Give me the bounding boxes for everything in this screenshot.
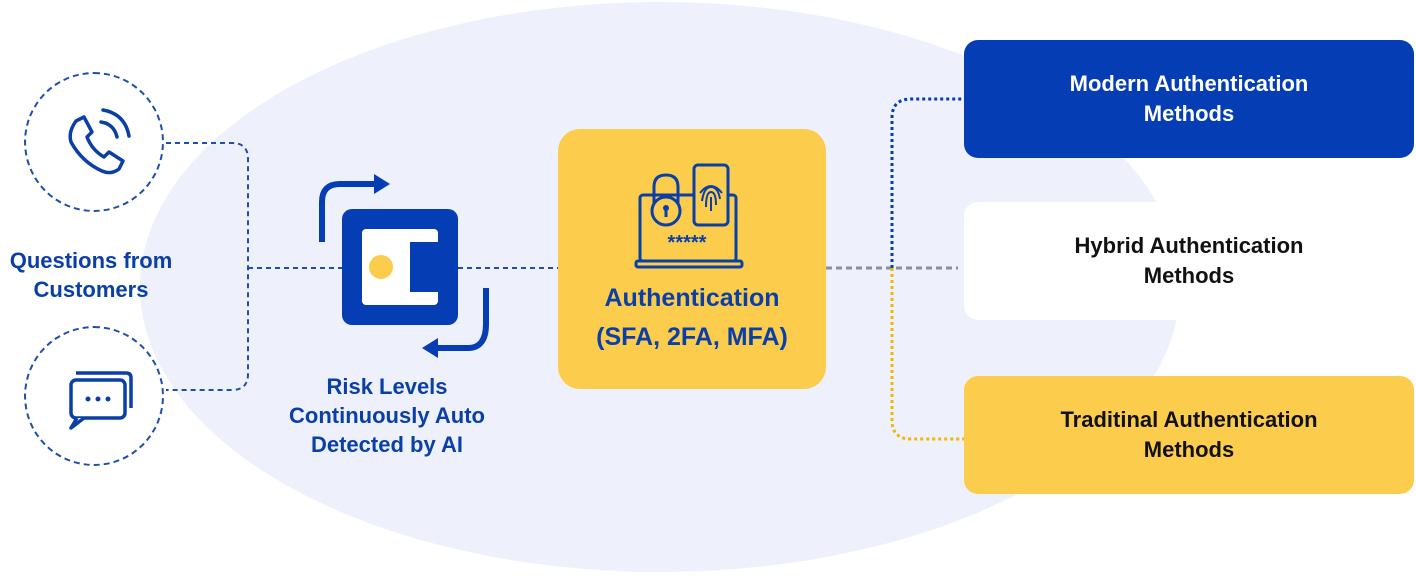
phone-icon: [68, 108, 131, 175]
hybrid-methods-box: Hybrid Authentication Methods: [964, 202, 1414, 320]
traditional-methods-label: Traditinal Authentication Methods: [1060, 407, 1318, 462]
authentication-title: Authentication: [604, 284, 780, 312]
risk-label: Risk Levels Continuously Auto Detected b…: [289, 374, 485, 457]
chat-icon: [69, 371, 133, 430]
svg-text:*****: *****: [668, 232, 707, 254]
chat-circle: [24, 326, 164, 466]
modern-methods-box: Modern Authentication Methods: [964, 40, 1414, 158]
hybrid-methods-label: Hybrid Authentication Methods: [1074, 233, 1304, 288]
phone-circle: [24, 72, 164, 212]
traditional-methods-box: Traditinal Authentication Methods: [964, 376, 1414, 494]
authentication-box: ***** Authentication (SFA, 2FA, MFA): [558, 129, 826, 389]
questions-label: Questions from Customers: [9, 248, 173, 302]
modern-methods-label: Modern Authentication Methods: [1069, 71, 1309, 126]
lock-fingerprint-laptop-icon: *****: [634, 163, 744, 269]
cycle-icon: [319, 174, 489, 358]
authentication-subtitle: (SFA, 2FA, MFA): [596, 323, 788, 351]
